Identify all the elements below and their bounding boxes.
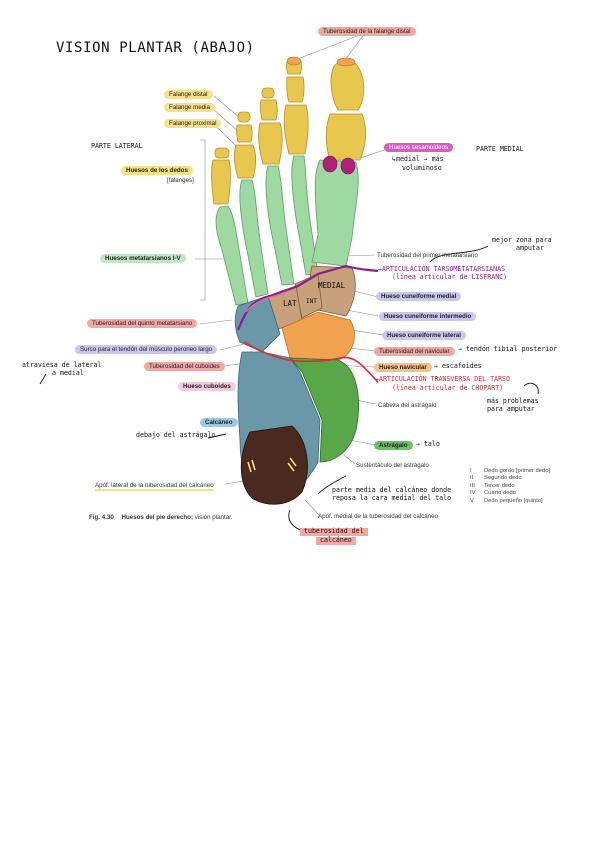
note-parte-media-2: reposa la cara medial del talo [332,494,452,502]
note-chopart-1: ⇝ARTICULACIÓN TRANSVERSA DEL TARSO [375,375,510,383]
label-cuneiforme-medial: Hueso cuneiforme medial [376,292,462,301]
note-sesamoideos-1: ↳medial → más [392,155,444,163]
label-hueso-cuboides: Hueso cuboides [178,382,236,391]
label-cuneiforme-intermedio: Hueso cuneiforme intermedio [379,312,477,321]
mark-medial: MEDIAL [318,281,346,290]
side-label-lateral: PARTE LATERAL [91,142,143,150]
note-chopart-2: (línea articular de CHOPART) [392,384,504,392]
note-debajo-astragalo: debajo del astrágalo [136,431,216,439]
label-calcaneo: Calcáneo [200,418,238,427]
label-falange-media: Falange media [164,103,215,112]
note-tuberosidad-calcaneo-1: tuberosidad del [300,527,368,536]
caption-bold: Huesos del pie derecho; [121,514,194,521]
note-tuberosidad-calcaneo-2: calcáneo [316,536,356,545]
note-mejor-zona-2: amputar [516,244,544,252]
note-escafoides: → escafoides [434,362,482,370]
label-falange-distal: Falange distal [164,90,213,99]
talus [289,357,359,463]
label-metatarsianos: Huesos metatarsianos I-V [100,254,186,263]
metatarsals [215,155,359,306]
phalanx-iii-middle [260,99,278,121]
label-tuberosidad-navicular: Tuberosidad del navicular [374,347,455,356]
label-huesos-dedos: Huesos de los dedos [121,166,193,175]
caption-rest: visión plantar. [193,514,233,521]
note-sesamoideos-2: voluminoso [402,164,442,172]
distal-tuberosities [286,56,356,67]
note-talo: → talo [416,440,440,448]
phalanx-ii-middle [286,76,305,103]
label-tuberosidad-cuboides: Tuberosidad del cuboides [144,362,225,371]
phalanx-ii-proximal [283,104,309,155]
phalanx-iii-distal [261,87,275,99]
hand-arrows [39,245,539,531]
figure-caption: Fig. 4.30 Huesos del pie derecho; visión… [89,514,233,521]
phalanx-v-proximal [211,159,231,205]
label-sustentaculo: Sustentáculo del astrágalo [356,462,429,469]
lisfranc-line [236,264,379,331]
phalanx-v-distal [214,147,230,159]
metatarsal-iv [239,179,269,298]
phalanx-iv-proximal [234,144,257,179]
note-atraviesa-1: atraviesa de lateral [22,361,102,369]
label-falanges: [falanges] [167,177,194,184]
phalanx-iv-middle [236,124,253,143]
phalanx-i-proximal [325,113,366,161]
note-problemas-1: más problemas [487,397,539,405]
metatarsal-i [311,159,359,267]
note-mejor-zona-1: mejor zona para [492,236,552,244]
label-falange-proximal: Falange proximal [164,119,222,128]
note-atraviesa-2: a medial [52,369,84,377]
phalanx-iii-proximal [258,122,283,165]
label-cabeza-astragalo: Cabeza del astrágalo [378,402,437,409]
phalanx-i-distal [330,60,365,111]
page-title: VISION PLANTAR (ABAJO) [56,40,255,56]
label-apof-medial: Apóf. medial de la tuberosidad del calcá… [318,513,439,520]
label-tuberosidad-quinto-metatarsiano: Tuberosidad del quinto metatarsiano [87,319,198,328]
note-lisfranc-2: (línea articular de LISFRANC) [392,273,508,281]
cuboid-bone [234,295,281,353]
label-tuberosidad-primer-metatarsiano: Tuberosidad del primer metatarsiano [377,252,478,259]
note-tendon-tibial: → tendón tibial posterior [458,345,558,353]
metatarsal-ii [291,155,319,276]
label-tuberosidad-falange-distal: Tuberosidad de la falange distal [318,27,416,36]
label-cuneiforme-lateral: Hueso cuneiforme lateral [382,331,466,340]
label-huesos-sesamoideos: Huesos sesamoideos [384,143,454,152]
label-surco-peroneo: Surco para el tendón del músculo peroneo… [75,345,218,354]
label-apof-lateral: Apóf. lateral de la tuberosidad del calc… [95,482,214,491]
note-lisfranc-1: ⇝ARTICULACIÓN TARSOMETATARSIANAS [378,265,506,273]
phalanx-iv-distal [237,111,251,123]
metatarsal-iii [265,165,295,286]
mark-lat: LAT [283,299,297,308]
calcaneal-tuberosity [240,425,308,505]
label-hueso-navicular: Hueso navicular [374,363,432,372]
side-label-medial: PARTE MEDIAL [476,145,524,153]
note-problemas-2: para amputar [487,405,535,413]
sesamoid-bones [322,155,356,175]
mark-int: INT [306,298,317,305]
cuboid-highlight [245,293,287,313]
caption-fig: Fig. 4.30 [89,514,114,521]
note-parte-media-1: parte media del calcáneo donde [332,486,452,494]
label-astragalo: Astrágalo [374,441,413,450]
tuberosity-marks [247,457,297,473]
chopart-line [243,341,379,383]
